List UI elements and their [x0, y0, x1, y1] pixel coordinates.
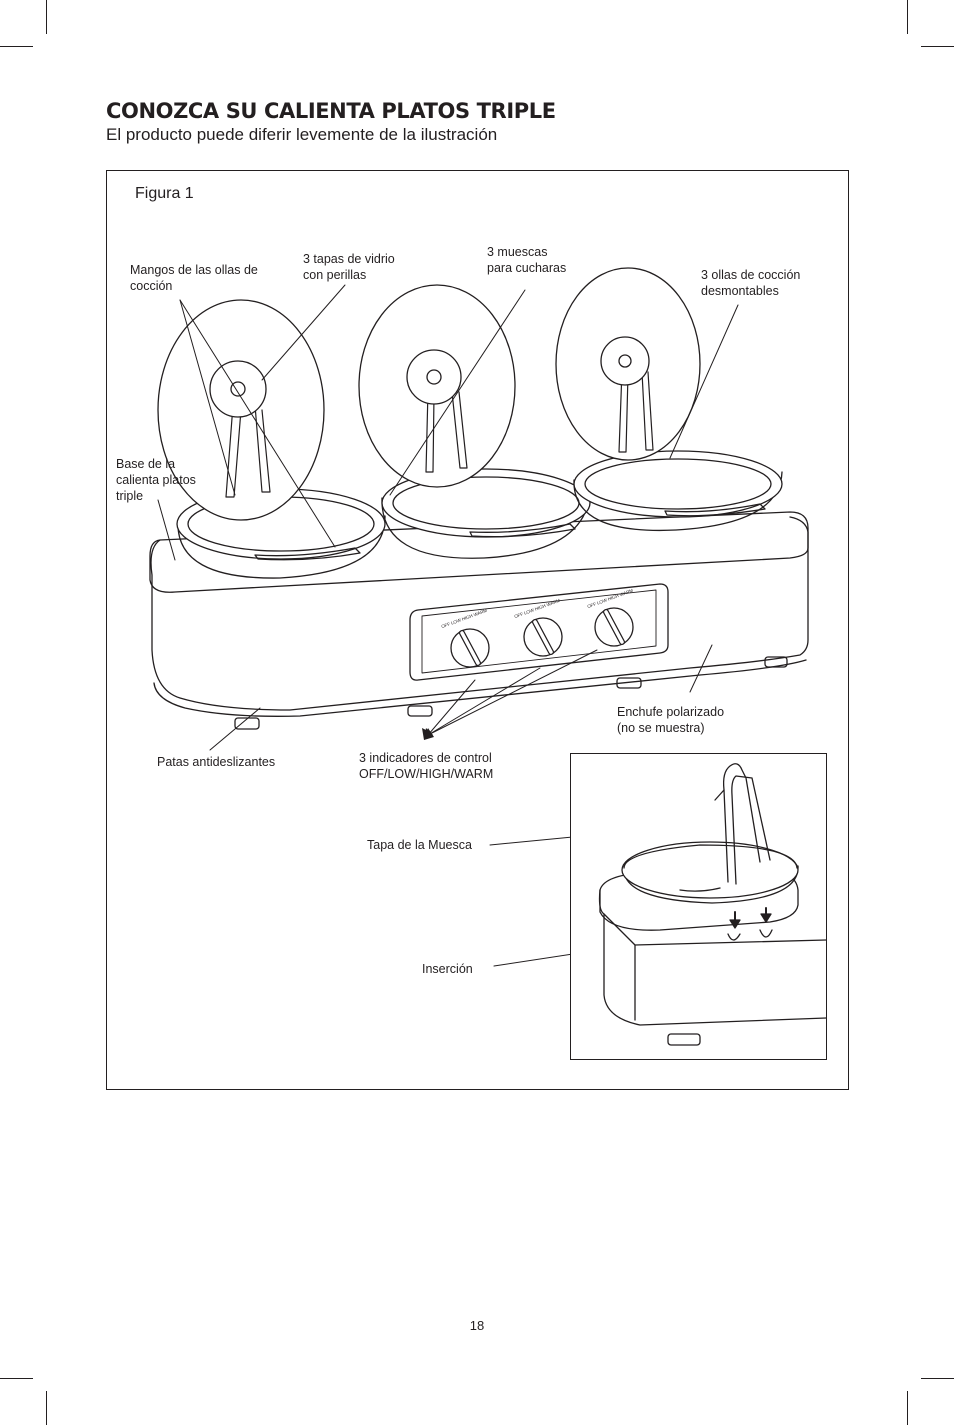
knob-right	[594, 607, 634, 647]
label-polarized-plug: Enchufe polarizado (no se muestra)	[617, 705, 725, 735]
page-number: 18	[469, 1318, 485, 1333]
knob-middle	[523, 617, 563, 657]
crop-mark-bottom-right-horizontal	[921, 1378, 954, 1379]
label-non-slip-feet: Patas antideslizantes	[157, 755, 276, 769]
crop-mark-bottom-left-vertical	[46, 1391, 47, 1425]
label-cooking-pot-handles: Mangos de las ollas de cocción	[130, 263, 258, 293]
label-notch-lid: Tapa de la Muesca	[367, 838, 472, 852]
inset-detail-frame	[570, 753, 827, 1060]
label-warmer-base: Base de la calienta platos triple	[116, 457, 196, 503]
crop-mark-top-right-horizontal	[921, 46, 954, 47]
label-insertion: Inserción	[422, 962, 473, 976]
figure-frame	[106, 170, 849, 1090]
page-subtitle: El producto puede diferir levemente de l…	[106, 125, 498, 144]
knob-left	[450, 628, 490, 668]
crop-mark-top-left-horizontal	[0, 46, 33, 47]
label-glass-lids: 3 tapas de vidrio con perillas	[303, 252, 395, 282]
figure-caption: Figura 1	[135, 185, 194, 202]
page-title: CONOZCA SU CALIENTA PLATOS TRIPLE	[106, 99, 556, 123]
crop-mark-top-right-vertical	[907, 0, 908, 34]
label-spoon-notches: 3 muescas para cucharas	[487, 245, 567, 275]
label-removable-pots: 3 ollas de cocción desmontables	[701, 268, 801, 298]
crop-mark-bottom-right-vertical	[907, 1391, 908, 1425]
crop-mark-bottom-left-horizontal	[0, 1378, 33, 1379]
label-control-knobs: 3 indicadores de control OFF/LOW/HIGH/WA…	[359, 751, 494, 781]
crop-mark-top-left-vertical	[46, 0, 47, 34]
